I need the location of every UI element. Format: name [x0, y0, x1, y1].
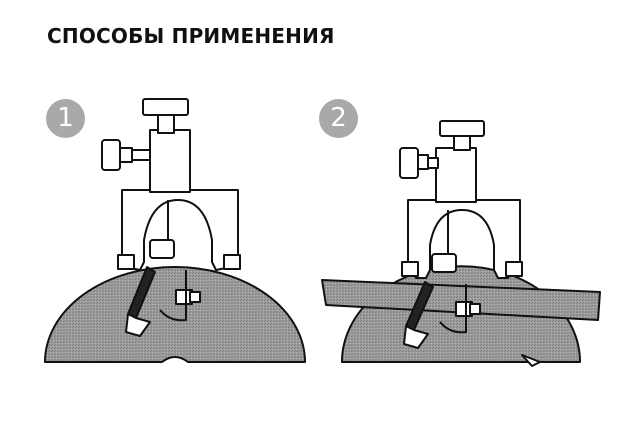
- step-number-badge-1: 1: [46, 99, 85, 138]
- adjust-column-2: [435, 147, 477, 203]
- grinding-wheel-1: [44, 266, 306, 363]
- side-knob-1: [101, 139, 121, 171]
- clamp-nut-2: [431, 253, 457, 273]
- support-plank: [321, 279, 601, 321]
- page-title: СПОСОБЫ ПРИМЕНЕНИЯ: [47, 24, 335, 48]
- holder-frame-2: [407, 199, 521, 279]
- adjust-column-1: [149, 129, 191, 193]
- clamp-nut-1: [149, 239, 175, 259]
- diagram-1-jig-on-wheel: [44, 98, 306, 363]
- holder-frame-1: [121, 189, 239, 271]
- top-knob-2: [439, 120, 485, 137]
- diagram-2-jig-on-wheel-with-plank: [321, 120, 601, 367]
- side-knob-2: [399, 147, 419, 179]
- step-number-badge-2: 2: [319, 99, 358, 138]
- top-knob-1: [142, 98, 189, 116]
